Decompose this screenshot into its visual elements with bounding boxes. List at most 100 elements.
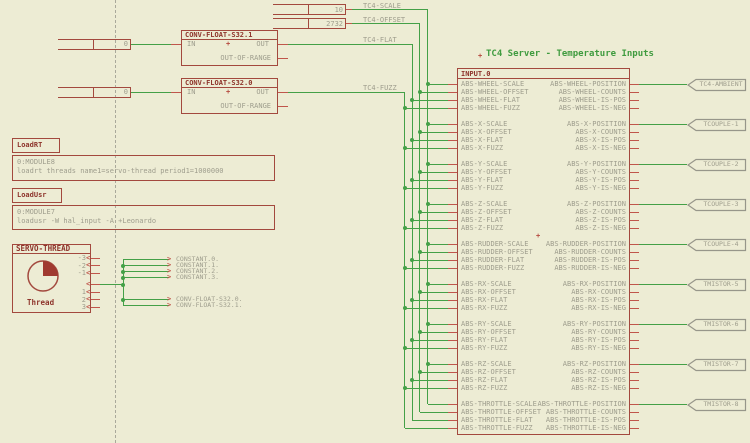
net-label[interactable]: CONSTANT.2. — [176, 267, 220, 275]
net-wire[interactable] — [427, 403, 448, 405]
pin-name-right: ABS-RY-IS-POS — [571, 336, 626, 344]
net-flag[interactable]: TMISTOR-5 — [686, 277, 747, 292]
net-wire[interactable] — [419, 371, 448, 373]
net-wire[interactable] — [419, 331, 448, 333]
net-wire-tc4-offset[interactable] — [352, 23, 420, 24]
net-wire[interactable] — [419, 251, 448, 253]
net-wire[interactable] — [412, 99, 448, 101]
net-wire[interactable] — [427, 123, 448, 125]
net-wire[interactable] — [123, 305, 169, 306]
net-wire[interactable] — [404, 427, 448, 429]
input0-block[interactable] — [457, 68, 630, 435]
net-wire[interactable] — [419, 291, 448, 293]
net-wire[interactable] — [412, 339, 448, 341]
net-wire[interactable] — [639, 83, 687, 85]
net-label[interactable]: CONSTANT.1. — [176, 261, 220, 269]
net-wire-tc4-fuzz[interactable] — [288, 91, 405, 93]
net-wire[interactable] — [412, 419, 448, 421]
net-wire[interactable] — [404, 107, 448, 109]
offset-value-box[interactable] — [308, 18, 346, 29]
net-wire[interactable] — [639, 243, 687, 245]
net-wire[interactable] — [123, 271, 169, 272]
net-wire[interactable] — [123, 299, 169, 300]
net-wire-flat-bus[interactable] — [411, 43, 413, 420]
net-wire[interactable] — [639, 323, 687, 325]
loadusr-command-box[interactable] — [12, 205, 275, 230]
net-wire[interactable] — [427, 363, 448, 365]
net-wire[interactable] — [412, 299, 448, 301]
net-label-tc4-fuzz[interactable]: TC4-FUZZ — [363, 84, 397, 92]
net-label[interactable]: CONV-FLOAT-S32.1. — [176, 301, 243, 309]
net-label[interactable]: CONSTANT.3. — [176, 273, 220, 281]
net-wire[interactable] — [131, 91, 171, 93]
net-wire[interactable] — [639, 283, 687, 285]
net-wire[interactable] — [419, 211, 448, 213]
net-wire[interactable] — [427, 243, 448, 245]
net-flag-label: TCOUPLE-2 — [703, 159, 739, 168]
net-flag[interactable]: TC4-AMBIENT — [686, 77, 747, 92]
net-flag[interactable]: TMISTOR-7 — [686, 357, 747, 372]
net-wire-tc4-flat[interactable] — [288, 43, 412, 45]
net-wire[interactable] — [427, 323, 448, 325]
net-wire[interactable] — [404, 147, 448, 149]
pin-stub — [448, 187, 457, 189]
net-wire[interactable] — [131, 43, 171, 45]
net-flag[interactable]: TMISTOR-8 — [686, 397, 747, 412]
net-wire[interactable] — [404, 347, 448, 349]
net-flag[interactable]: TCOUPLE-3 — [686, 197, 747, 212]
scale-value-box[interactable] — [308, 4, 346, 15]
net-wire[interactable] — [419, 131, 448, 133]
net-wire[interactable] — [427, 203, 448, 205]
net-wire-scale-bus[interactable] — [427, 9, 428, 404]
net-wire[interactable] — [427, 163, 448, 165]
net-wire[interactable] — [427, 283, 448, 285]
net-wire-offset-bus[interactable] — [419, 23, 420, 412]
net-wire[interactable] — [412, 139, 448, 141]
net-wire[interactable] — [427, 83, 448, 85]
loadrt-title-box[interactable] — [12, 138, 60, 153]
net-wire[interactable] — [412, 219, 448, 221]
net-wire[interactable] — [404, 387, 448, 389]
pin-stub — [448, 131, 457, 133]
net-wire-tc4-scale[interactable] — [352, 9, 428, 10]
net-wire[interactable] — [123, 265, 169, 266]
servo-thread-block[interactable] — [12, 244, 91, 313]
net-wire[interactable] — [123, 259, 169, 260]
net-wire[interactable] — [639, 363, 687, 365]
net-label-tc4-flat[interactable]: TC4-FLAT — [363, 36, 397, 44]
net-label[interactable]: CONV-FLOAT-S32.0. — [176, 295, 243, 303]
net-label-tc4-offset[interactable]: TC4-OFFSET — [363, 15, 406, 24]
loadusr-title-box[interactable] — [12, 188, 62, 203]
pin-name-left: ABS-Y-OFFSET — [461, 168, 512, 176]
net-wire[interactable] — [100, 284, 123, 285]
net-wire[interactable] — [639, 163, 687, 165]
net-wire[interactable] — [639, 123, 687, 125]
net-flag[interactable]: TCOUPLE-4 — [686, 237, 747, 252]
net-wire[interactable] — [419, 91, 448, 93]
net-wire[interactable] — [639, 203, 687, 205]
net-flag[interactable]: TCOUPLE-1 — [686, 117, 747, 132]
net-wire[interactable] — [404, 267, 448, 269]
net-wire[interactable] — [412, 259, 448, 261]
net-wire[interactable] — [412, 379, 448, 381]
net-wire-fuzz-bus[interactable] — [404, 91, 405, 428]
net-label-tc4-scale[interactable]: TC4-SCALE — [363, 1, 401, 10]
net-wire[interactable] — [419, 411, 448, 413]
conv-float-s32-1-block[interactable] — [181, 30, 278, 66]
net-wire[interactable] — [404, 187, 448, 189]
conv1-input-value-box[interactable] — [93, 38, 131, 50]
net-wire[interactable] — [639, 403, 687, 405]
net-wire[interactable] — [123, 277, 169, 278]
net-wire[interactable] — [419, 171, 448, 173]
pin-stub — [346, 9, 352, 10]
conv0-input-value-box[interactable] — [93, 86, 131, 98]
net-flag[interactable]: TMISTOR-6 — [686, 317, 747, 332]
net-flag[interactable]: TCOUPLE-2 — [686, 157, 747, 172]
loadrt-command-box[interactable] — [12, 155, 275, 181]
net-label[interactable]: CONSTANT.0. — [176, 255, 220, 263]
net-wire[interactable] — [412, 179, 448, 181]
net-wire[interactable] — [404, 227, 448, 229]
net-wire[interactable] — [404, 307, 448, 309]
conv-float-s32-0-block[interactable] — [181, 78, 278, 114]
